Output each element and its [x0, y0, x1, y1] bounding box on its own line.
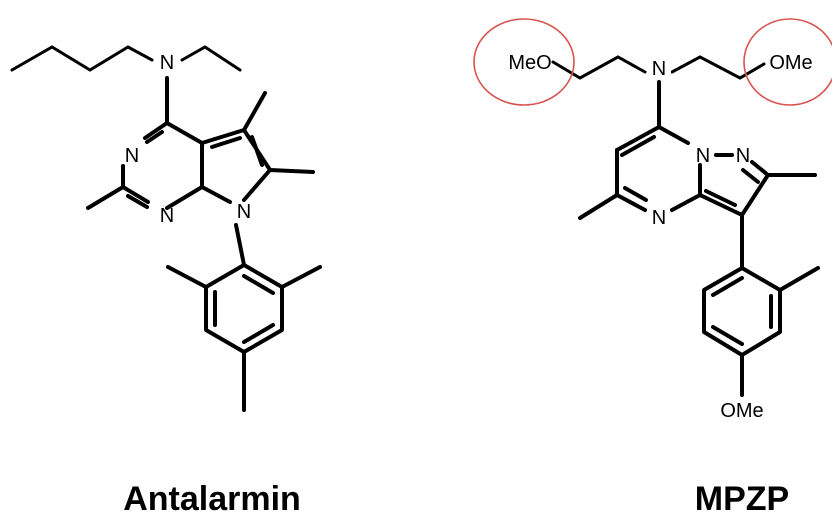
pyrrole-double-2	[250, 135, 264, 167]
bond-c7-c6	[615, 125, 661, 152]
bond-c4-n3	[143, 121, 169, 140]
ethyl-chain	[180, 45, 242, 72]
bond-n7-aryl	[234, 223, 246, 267]
mpzp-ring-n: N	[652, 207, 666, 229]
highlight-circle-left	[473, 18, 575, 106]
bond-c7-c6-double	[620, 135, 656, 157]
methyl-ortho-left	[166, 265, 208, 289]
mesityl-double-1	[242, 274, 275, 295]
methyl-ortho-right	[280, 265, 322, 289]
bond-n2-c2	[750, 160, 770, 177]
bond-c2-n1-double	[126, 194, 149, 209]
left-methoxyethyl-chain	[551, 55, 647, 80]
butyl-chain	[10, 45, 154, 72]
antalarmin-ring-n1: N	[160, 205, 174, 227]
bond-c5-n4	[615, 193, 647, 212]
bond-c5-n4-double	[623, 186, 648, 202]
bond-c3-c3a	[698, 193, 744, 217]
bond-n2-c2-double	[741, 168, 760, 184]
highlight-circle-right	[743, 18, 832, 106]
methyl-c5	[242, 91, 267, 132]
mpzp-structure: MeO OMe N N N N OMe MPZP	[473, 18, 832, 518]
bond-c3-c3a-double	[704, 189, 737, 207]
aryl-double-3	[711, 276, 744, 297]
antalarmin-amine-n: N	[160, 52, 174, 74]
aryl-double-2	[711, 325, 744, 346]
bond-c7a-n7	[200, 185, 232, 204]
mpzp-amine-n: N	[652, 58, 666, 80]
right-methoxyethyl-chain	[670, 55, 766, 80]
mesityl-double-2	[242, 323, 275, 344]
methyl-ortho	[778, 266, 820, 292]
bond-c7-n	[657, 125, 690, 145]
bond-c4-n3-double	[145, 130, 164, 144]
bond-c2-n1	[121, 185, 150, 204]
mpzp-meo-left: MeO	[508, 52, 551, 74]
mpzp-name: MPZP	[695, 480, 789, 518]
antalarmin-structure: N N N N Antalarmin	[10, 45, 322, 518]
methyl-c6	[268, 168, 315, 174]
antalarmin-name: Antalarmin	[123, 480, 301, 518]
antalarmin-pyrrole-n: N	[237, 201, 251, 223]
methyl-c2	[86, 185, 125, 210]
mpzp-ome-right: OMe	[769, 52, 812, 74]
antalarmin-ring-n3: N	[125, 145, 139, 167]
bond-c2-c3	[740, 173, 770, 217]
pyrrole-double-1	[210, 136, 242, 149]
pyrimidine-bonds	[165, 121, 204, 210]
methyl-c5	[578, 193, 619, 220]
mpzp-pyrazole-n: N	[736, 145, 750, 167]
bond-n4-c3a	[670, 193, 702, 212]
mpzp-ome-aryl: OMe	[720, 400, 763, 422]
mpzp-bridge-n: N	[696, 145, 710, 167]
